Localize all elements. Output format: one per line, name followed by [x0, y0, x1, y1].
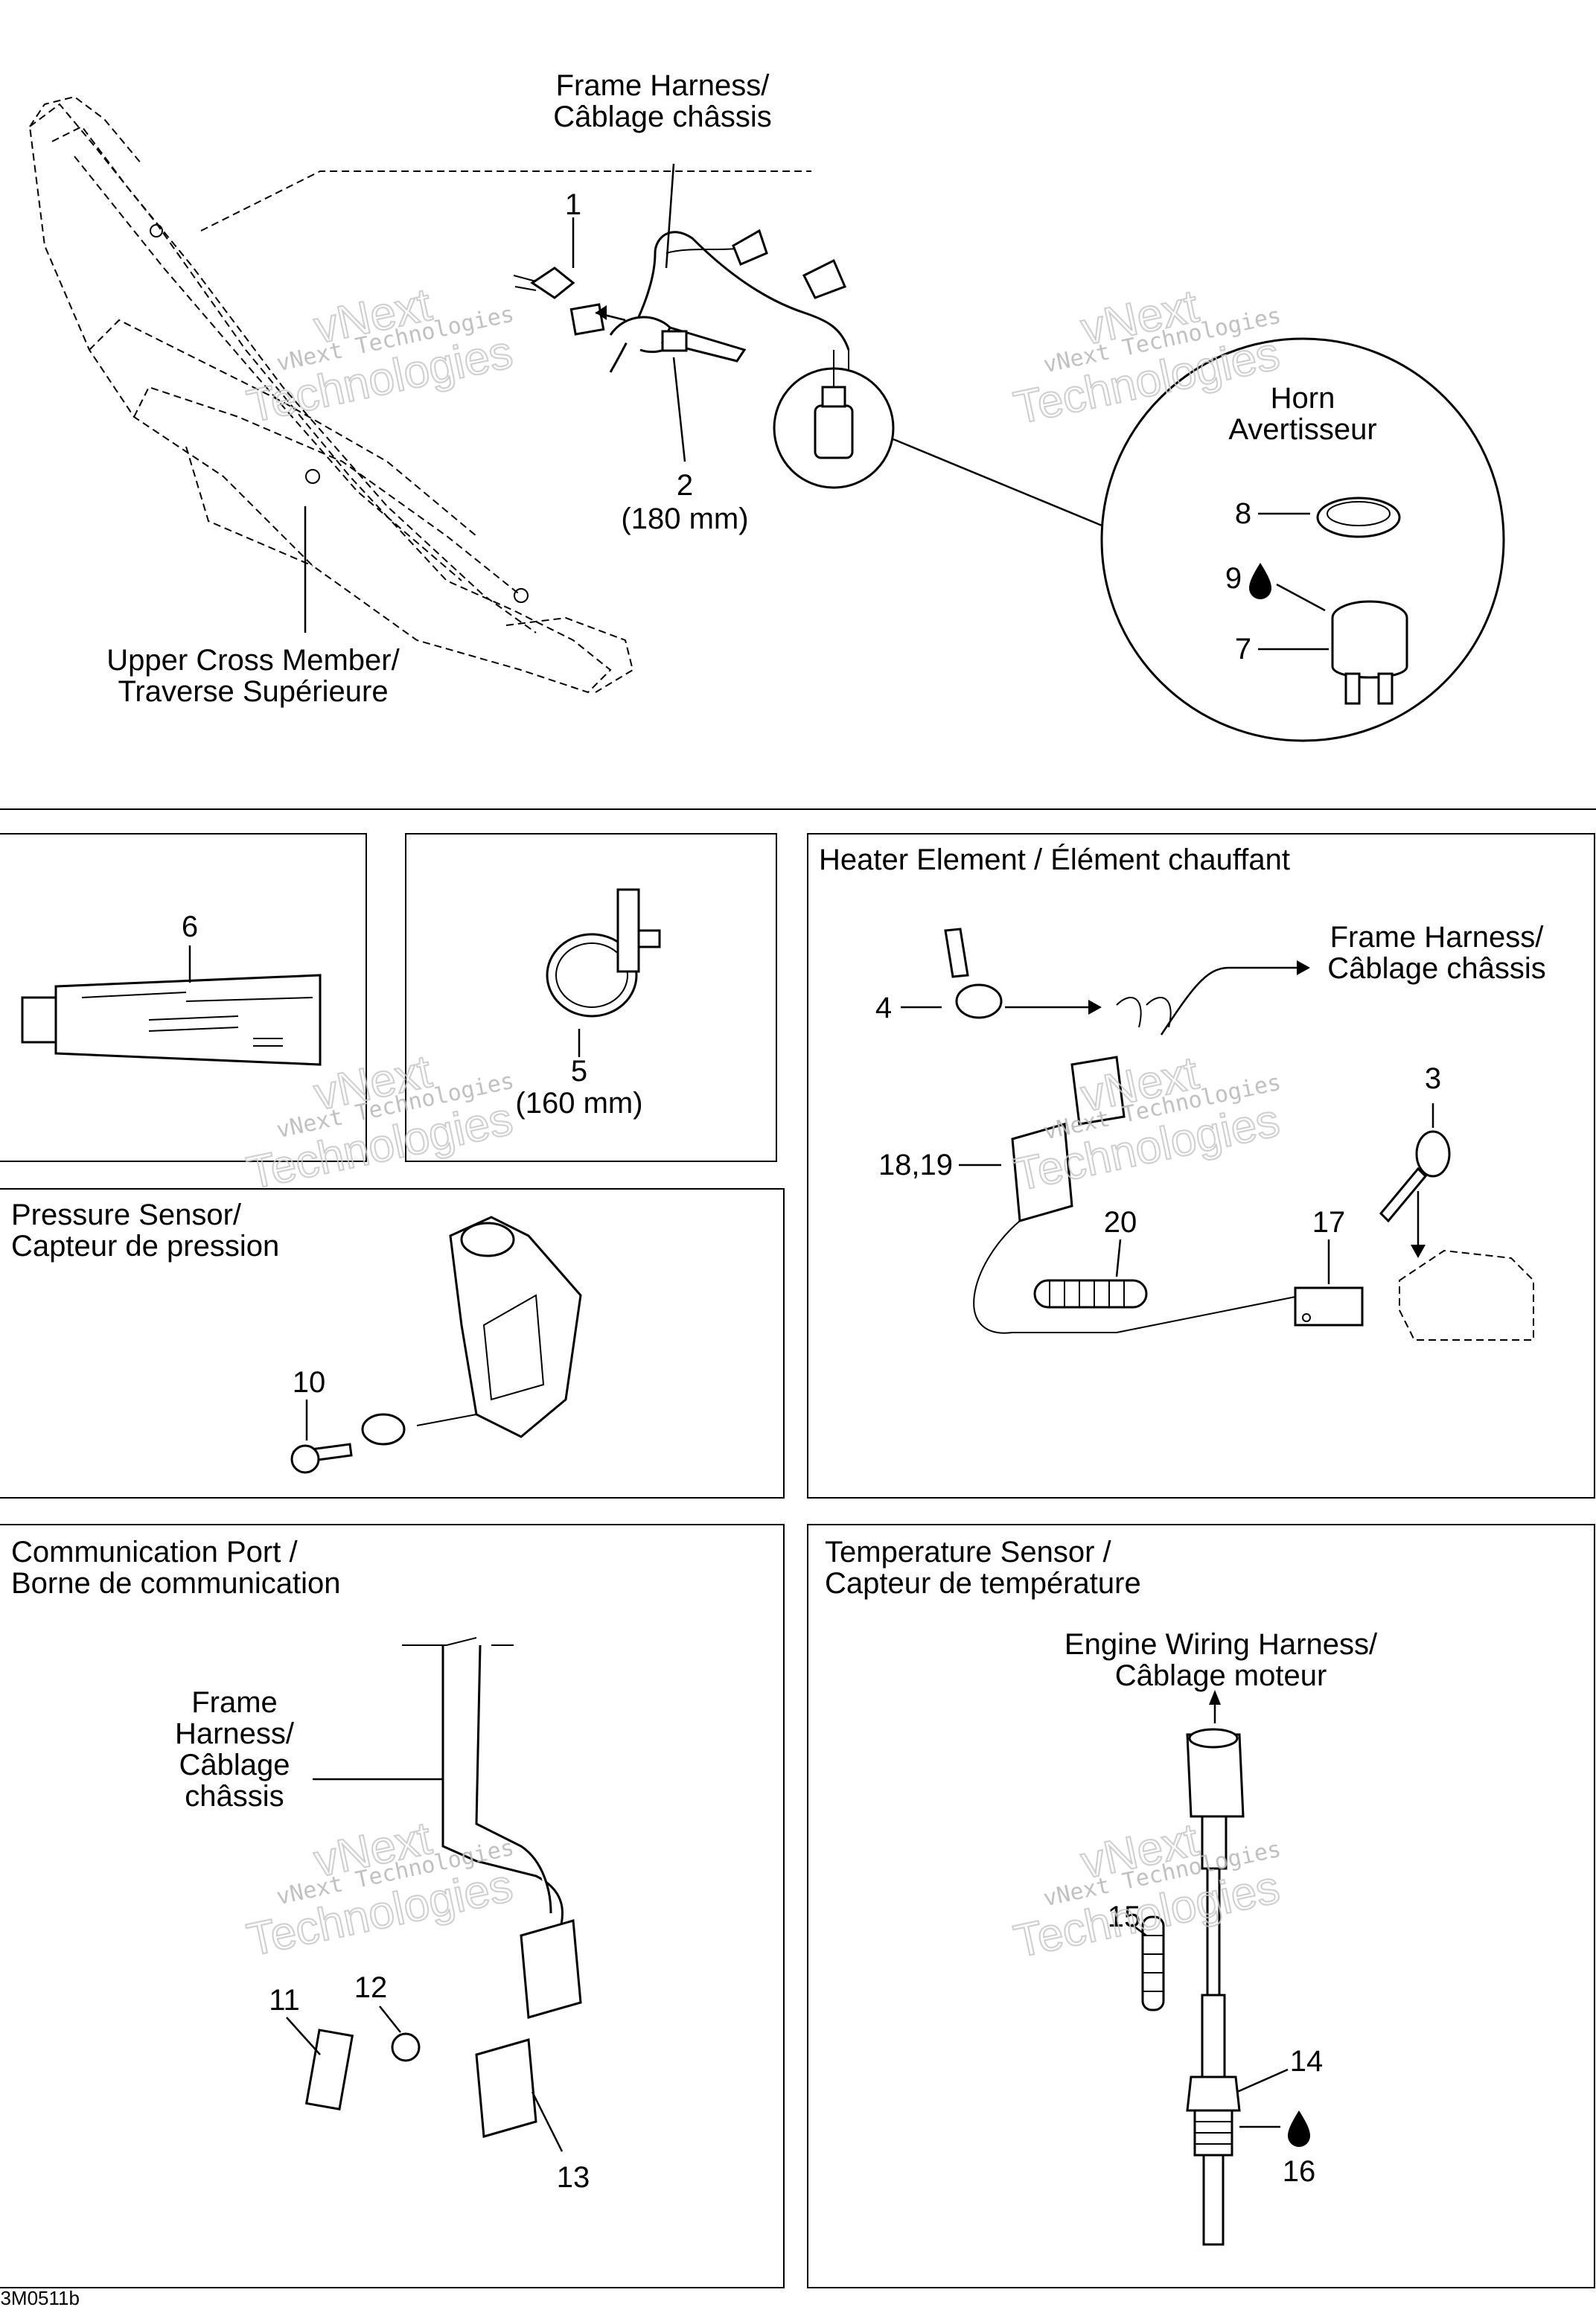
pressure-panel: [0, 1188, 785, 1499]
horn-part-7: [1331, 600, 1408, 705]
upper-cross-member-label-fr: Traverse Supérieure: [118, 675, 388, 708]
grease-tube-part-6: [21, 974, 322, 1066]
horn-label-fr: Avertisseur: [1228, 413, 1376, 446]
frame-harness-drawing: [609, 229, 850, 387]
callout-9: 9: [1225, 562, 1242, 595]
frame-harness-label: Frame Harness/: [556, 69, 770, 102]
heater-frame-harness: Frame Harness/: [1330, 921, 1545, 954]
callout-17: 17: [1312, 1206, 1346, 1239]
heater-connector-part-18-19: [973, 997, 1303, 1334]
liquid-drop-icon: [1249, 563, 1271, 599]
callout-5: 5: [571, 1055, 587, 1088]
horn-label: Horn: [1271, 382, 1335, 415]
temperature-title-fr: Capteur de température: [825, 1567, 1141, 1600]
frame-drawing: [28, 95, 811, 694]
heater-panel: [807, 833, 1595, 1499]
pressure-title-fr: Capteur de pression: [11, 1230, 279, 1263]
callout-7: 7: [1235, 633, 1251, 666]
comm-harness-drawing: [304, 1637, 582, 2138]
engine-harness-label-fr: Câblage moteur: [1115, 1659, 1327, 1692]
comm-frame-harness-3: Câblage: [179, 1749, 290, 1781]
callout-6: 6: [182, 910, 198, 943]
callout-4: 4: [875, 992, 892, 1024]
sleeve-part-20: [1033, 1279, 1148, 1309]
liquid-drop-icon: [1288, 2110, 1310, 2147]
grease-panel: [0, 833, 367, 1162]
callout-15: 15: [1108, 1901, 1141, 1933]
tie-part-4: [944, 928, 1003, 1019]
heater-frame-harness-fr: Câblage châssis: [1327, 952, 1546, 985]
clamp-panel: [405, 833, 777, 1162]
callout-14: 14: [1290, 2045, 1324, 2078]
communication-panel: [0, 1524, 785, 2288]
comm-frame-harness-2: Harness/: [175, 1717, 295, 1750]
frame-harness-label-fr: Câblage châssis: [553, 100, 772, 133]
communication-title: Communication Port /: [11, 1536, 298, 1569]
temperature-title: Temperature Sensor /: [825, 1536, 1112, 1569]
engine-harness-label: Engine Wiring Harness/: [1064, 1628, 1378, 1661]
callout-16: 16: [1283, 2155, 1316, 2188]
callout-11: 11: [269, 1984, 300, 2017]
communication-title-fr: Borne de communication: [11, 1567, 340, 1600]
upper-cross-member-label: Upper Cross Member/: [106, 644, 400, 677]
callout-8: 8: [1235, 497, 1251, 530]
callout-3: 3: [1425, 1062, 1441, 1095]
horn-small: [814, 350, 854, 459]
callout-20: 20: [1104, 1206, 1137, 1239]
screw-part-1: [513, 267, 605, 336]
horn-ring-part-8: [1316, 497, 1401, 538]
pressure-title: Pressure Sensor/: [11, 1199, 242, 1231]
clamp-part-5: [546, 888, 661, 1018]
diagram-code: 63M0511b: [0, 2287, 80, 2307]
callout-2-size: (180 mm): [621, 502, 748, 535]
callout-1: 1: [565, 188, 581, 221]
callout-13: 13: [557, 2161, 590, 2194]
comm-frame-harness: Frame: [191, 1686, 278, 1719]
callout-18-19: 18,19: [878, 1149, 953, 1181]
callout-5-size: (160 mm): [515, 1087, 642, 1120]
heater-title: Heater Element / Élément chauffant: [819, 843, 1290, 876]
comm-frame-harness-4: châssis: [185, 1780, 284, 1813]
heater-pad-part-17: [1294, 1286, 1364, 1327]
callout-12: 12: [354, 1971, 388, 2004]
callout-2: 2: [677, 469, 693, 502]
temperature-sensor-drawing: [1141, 1728, 1245, 2246]
temperature-panel: [807, 1524, 1595, 2288]
tie-part-3: [1379, 1130, 1534, 1341]
pressure-sensor-drawing: [290, 1216, 582, 1474]
callout-10: 10: [293, 1366, 326, 1399]
